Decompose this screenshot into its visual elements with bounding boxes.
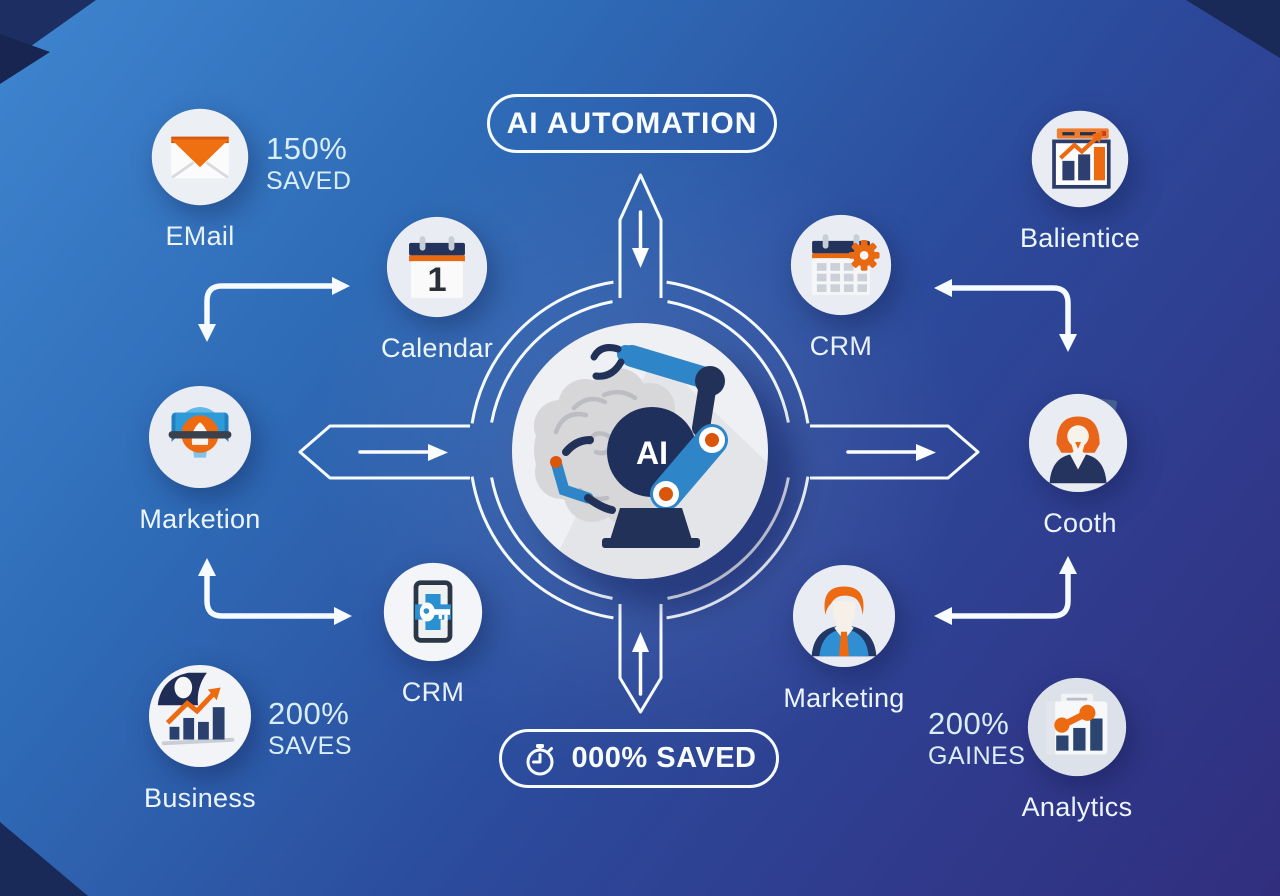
crm-top-label: CRM (809, 331, 873, 361)
email-icon (151, 108, 249, 206)
email-label: EMail (165, 221, 235, 251)
ai-label: AI (636, 435, 668, 471)
stopwatch-icon (526, 743, 553, 775)
analytics-label: Analytics (1021, 792, 1133, 822)
title-pill: AI AUTOMATION (487, 94, 777, 153)
megaphone-icon (148, 385, 252, 489)
left-channel-arrow (358, 444, 448, 461)
phone-key-icon (383, 562, 483, 662)
email-stat-caption: SAVED (266, 166, 352, 195)
bottom-channel-arrow (632, 632, 649, 696)
connector-balientice-crm (947, 285, 1071, 339)
node-marketing: Marketing (769, 562, 919, 714)
node-cooth: Cooth (1005, 387, 1155, 539)
marketing-label: Marketing (783, 683, 905, 713)
node-analytics: Analytics (1002, 675, 1152, 823)
email-stat: 150% SAVED (266, 131, 351, 196)
node-business: Business (125, 662, 275, 814)
node-calendar: 1 Calendar (362, 214, 512, 364)
node-crm-top: CRM (766, 212, 916, 362)
balientice-label: Balientice (1019, 223, 1141, 253)
top-channel-arrow (632, 210, 649, 268)
connector-arrowheads (198, 277, 1077, 625)
analytics-stat-caption: GAINES (928, 741, 1026, 770)
right-channel (810, 424, 980, 480)
person-badge-icon (1028, 393, 1128, 493)
business-stat: 200% SAVES (268, 696, 352, 761)
business-stat-caption: SAVES (268, 731, 353, 760)
node-marketion: Marketion (125, 383, 275, 535)
calendar-label: Calendar (381, 333, 493, 363)
right-channel-arrow (846, 444, 936, 461)
saved-badge-label: 000% SAVED (571, 742, 757, 774)
business-label: Business (144, 783, 256, 813)
browser-chart-icon (1031, 110, 1129, 208)
connector-business-crm (204, 569, 337, 619)
connector-analytics-marketing (947, 569, 1071, 619)
left-channel (298, 424, 470, 480)
crm-bottom-label: CRM (401, 677, 465, 707)
calendar-day: 1 (427, 261, 446, 299)
crm-calendar-gear-icon (790, 214, 892, 316)
robot-arm-icon (550, 344, 728, 548)
gear-icon (848, 239, 880, 271)
saved-badge: 000% SAVED (499, 729, 779, 788)
email-stat-value: 150% (266, 131, 348, 166)
node-email: EMail (125, 106, 275, 252)
person-suit-icon (792, 564, 896, 668)
analytics-stat-value: 200% (928, 706, 1010, 741)
business-stat-value: 200% (268, 696, 350, 731)
bottom-channel (618, 604, 663, 714)
page-title: AI AUTOMATION (506, 106, 758, 140)
node-crm-bottom: CRM (358, 560, 508, 708)
marketion-label: Marketion (139, 504, 261, 534)
node-balientice: Balientice (1005, 108, 1155, 254)
calendar-icon: 1 (386, 216, 488, 318)
cooth-label: Cooth (1043, 508, 1117, 538)
top-channel (618, 173, 663, 298)
growth-chart-icon (148, 664, 252, 768)
analytics-stat: 200% GAINES (928, 706, 1025, 771)
hub-ring (470, 280, 810, 620)
connector-email-calendar (204, 283, 335, 329)
analytics-chart-icon (1027, 677, 1127, 777)
